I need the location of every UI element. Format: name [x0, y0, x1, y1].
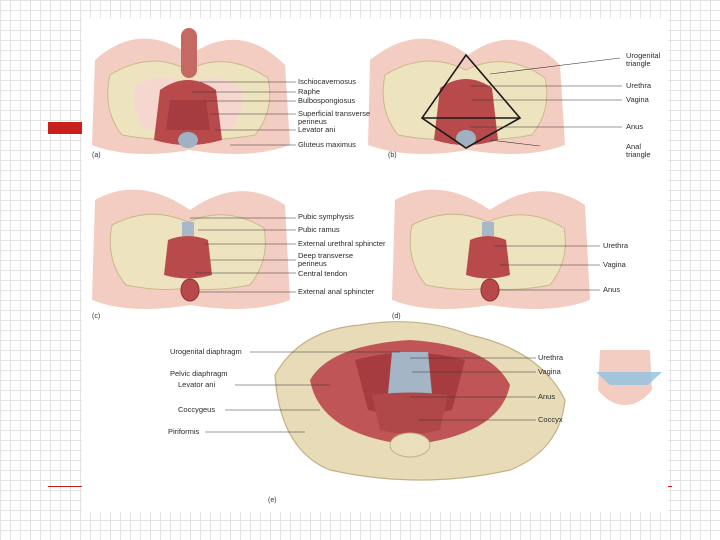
- label-coccyx: Coccyx: [538, 416, 563, 424]
- label-ischiocavernosus: Ischiocavernosus: [298, 78, 356, 86]
- label-vagina-b: Vagina: [626, 96, 649, 104]
- panel-e-tag: (e): [268, 497, 277, 504]
- panel-d-tag: (d): [392, 313, 401, 320]
- label-anal-triangle: Anal triangle: [626, 143, 666, 159]
- label-coccygeus: Coccygeus: [178, 406, 215, 414]
- label-pelvic-diaphragm: Pelvic diaphragm: [170, 370, 228, 378]
- label-urogenital-diaphragm: Urogenital diaphragm: [170, 348, 242, 356]
- label-central-tendon: Central tendon: [298, 270, 347, 278]
- illustration-panel-d: [392, 190, 590, 309]
- label-piriformis: Piriformis: [168, 428, 199, 436]
- label-vagina-e: Vagina: [538, 368, 561, 376]
- label-external-anal-sphincter: External anal sphincter: [298, 288, 374, 296]
- panel-b-tag: (b): [388, 152, 397, 159]
- label-superficial-transverse-perineus: Superficial transverse perineus: [298, 110, 388, 126]
- label-urethra-b: Urethra: [626, 82, 651, 90]
- illustration-panel-c: [92, 190, 290, 309]
- label-levator-ani-a: Levator ani: [298, 126, 335, 134]
- panel-a-tag: (a): [92, 152, 101, 159]
- label-external-urethral-sphincter: External urethral sphincter: [298, 240, 386, 248]
- label-pubic-symphysis: Pubic symphysis: [298, 213, 354, 221]
- illustration-panel-b: [368, 39, 565, 154]
- label-vagina-d: Vagina: [603, 261, 626, 269]
- label-anus-e: Anus: [538, 393, 555, 401]
- label-anus-d: Anus: [603, 286, 620, 294]
- label-raphe: Raphe: [298, 88, 320, 96]
- label-urethra-e: Urethra: [538, 354, 563, 362]
- illustration-panel-a: [92, 28, 290, 154]
- label-anus-b: Anus: [626, 123, 643, 131]
- label-levator-ani-e: Levator ani: [178, 381, 215, 389]
- label-gluteus-maximus: Gluteus maximus: [298, 141, 356, 149]
- label-bulbospongiosus: Bulbospongiosus: [298, 97, 355, 105]
- illustration-panel-e: [275, 322, 662, 480]
- panel-c-tag: (c): [92, 313, 100, 320]
- label-urogenital-triangle: Urogenital triangle: [626, 52, 670, 68]
- label-pubic-ramus: Pubic ramus: [298, 226, 340, 234]
- label-deep-transverse-perineus: Deep transverse perineus: [298, 252, 378, 268]
- label-urethra-d: Urethra: [603, 242, 628, 250]
